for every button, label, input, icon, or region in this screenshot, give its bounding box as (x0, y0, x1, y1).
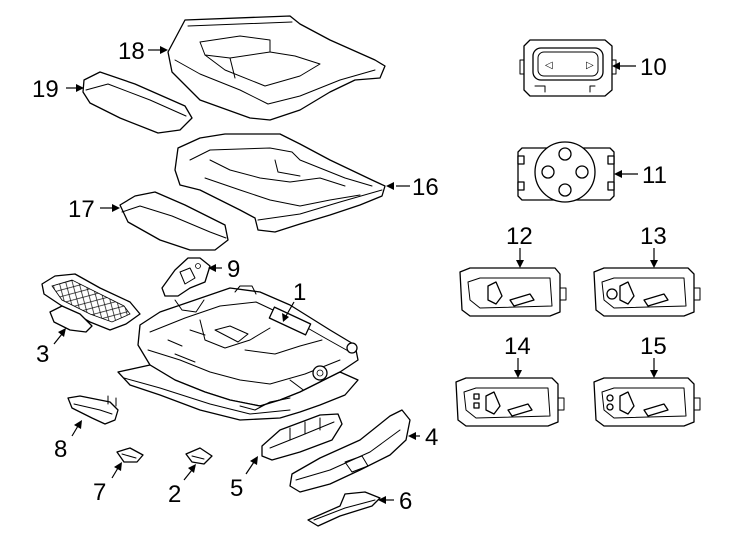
callout-3: 3 (36, 341, 49, 368)
tab-part-2 (185, 447, 213, 465)
callout-7: 7 (93, 479, 106, 506)
callout-8: 8 (54, 436, 67, 463)
lower-trim-part-6 (307, 491, 381, 527)
side-shield-part-4 (289, 409, 411, 493)
rail-bracket-part-8 (67, 395, 119, 425)
leader-lines (53, 46, 658, 504)
callout-13: 13 (640, 223, 667, 250)
switch-panel-part-13 (593, 267, 701, 317)
switch-panel-part-15 (593, 377, 701, 427)
callout-labels: 18 19 17 16 10 11 12 13 14 15 9 1 3 4 5 … (32, 38, 667, 515)
callout-17: 17 (68, 196, 95, 223)
side-trim-part-5 (261, 413, 343, 461)
mesh-mat-part-3 (41, 273, 141, 333)
switch-right-glyph: ▷ (586, 60, 594, 71)
front-pad-part-17 (119, 191, 229, 251)
callout-11: 11 (642, 162, 667, 189)
callout-9: 9 (227, 256, 240, 283)
callout-5: 5 (230, 475, 243, 502)
control-unit-part-11 (517, 141, 615, 203)
seat-cushion-part-18 (167, 15, 386, 121)
bracket-part-9 (161, 257, 211, 297)
callout-4: 4 (425, 424, 438, 451)
callout-14: 14 (504, 333, 531, 360)
callout-16: 16 (412, 174, 439, 201)
seat-pan-foam-part-16 (174, 133, 386, 233)
callout-6: 6 (399, 488, 412, 515)
switch-unit-part-10: ◁ ▷ (519, 39, 617, 97)
clip-part-7 (116, 447, 144, 463)
switch-left-glyph: ◁ (545, 60, 553, 71)
callout-10: 10 (640, 54, 667, 81)
callout-15: 15 (640, 333, 667, 360)
seat-frame-part-1 (117, 285, 359, 421)
callout-12: 12 (506, 223, 533, 250)
callout-19: 19 (32, 76, 59, 103)
callout-18: 18 (118, 38, 145, 65)
switch-panel-part-14 (455, 377, 565, 427)
switch-panel-part-12 (459, 267, 567, 317)
callout-2: 2 (168, 481, 181, 508)
bolster-pad-part-19 (82, 71, 193, 134)
callout-1: 1 (293, 279, 306, 306)
